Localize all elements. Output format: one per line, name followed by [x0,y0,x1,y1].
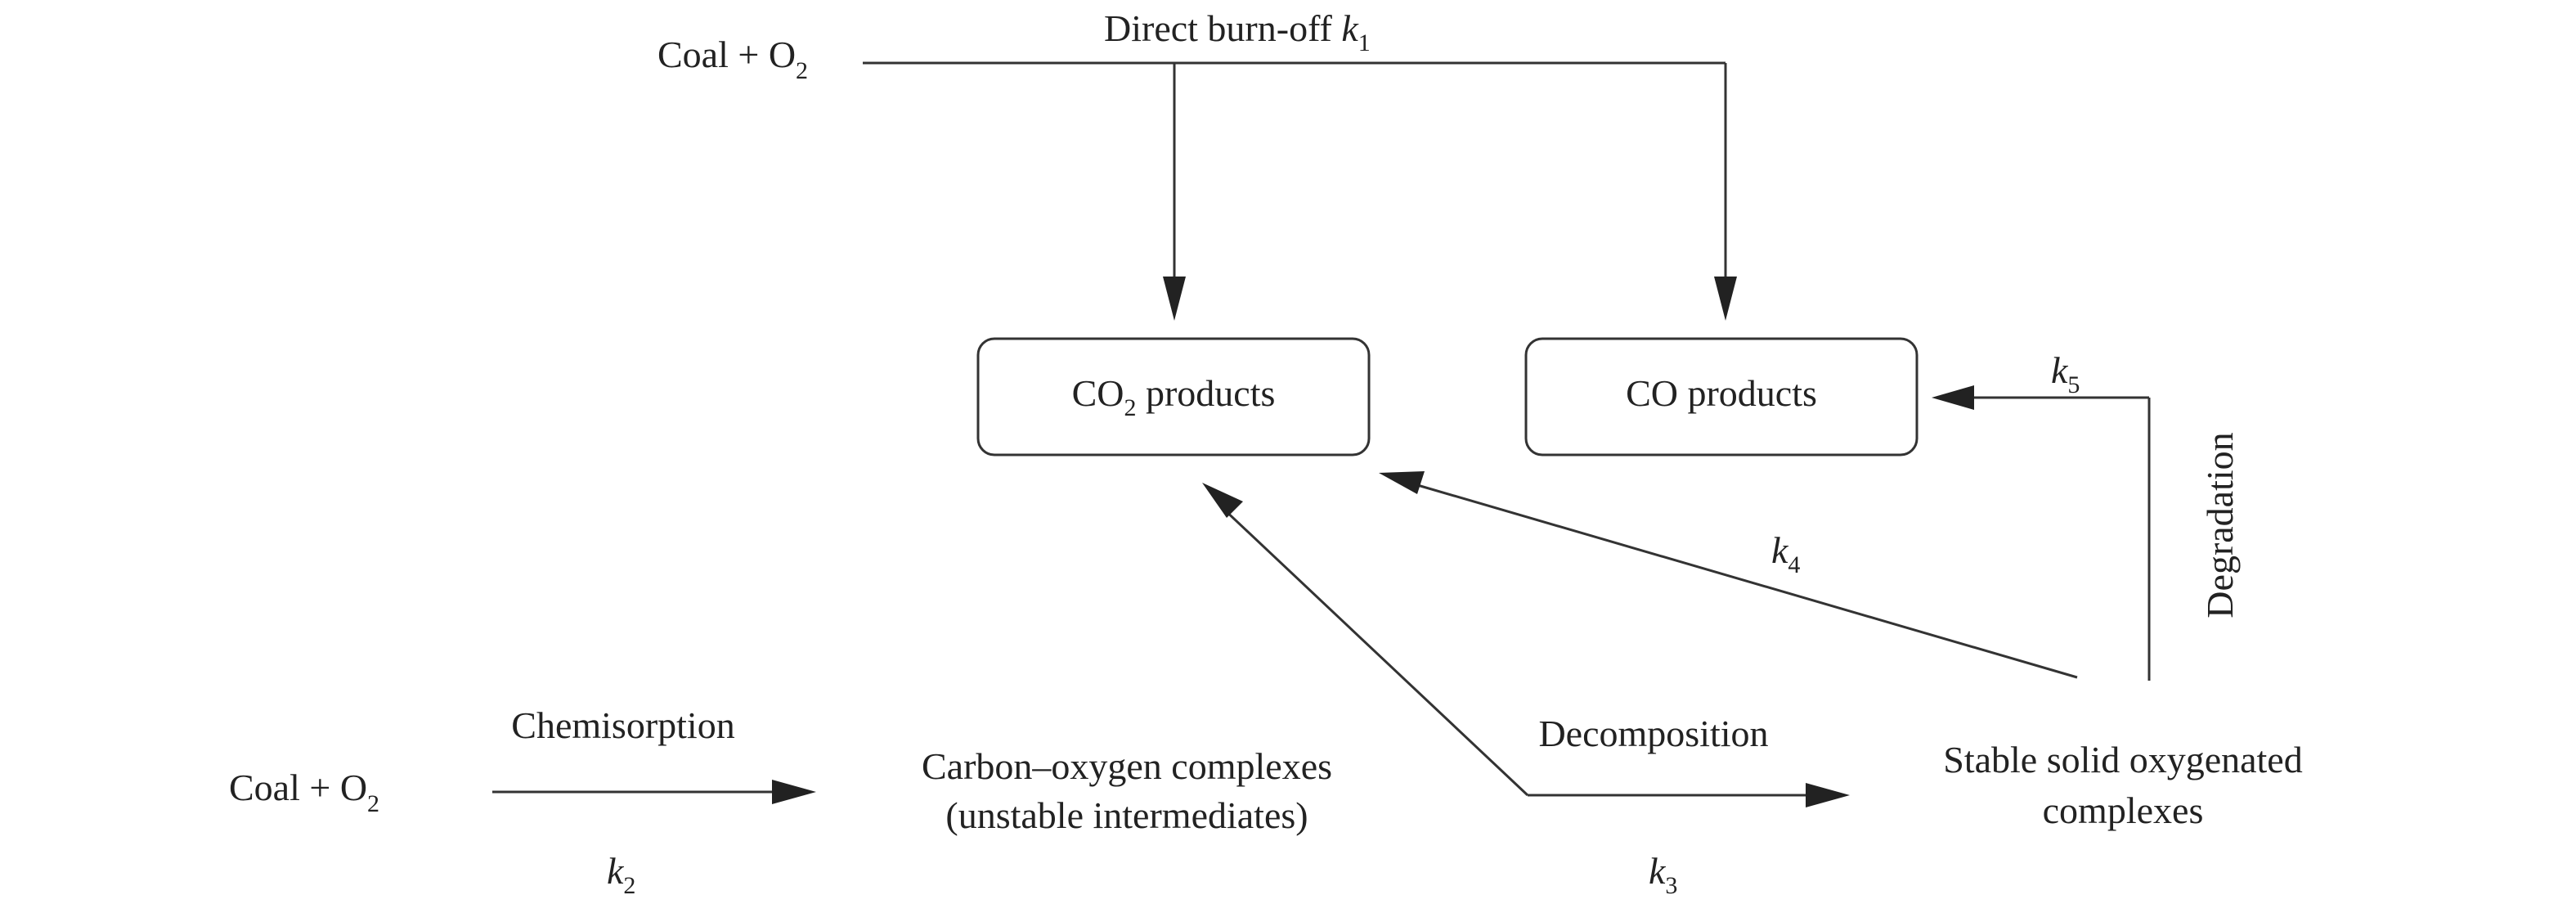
chemisorption-label: Chemisorption [511,704,734,746]
decomposition-label: Decomposition [1538,713,1768,754]
chemisorption-arrowhead [772,780,816,804]
coal-o2-bottom-label: Coal + O2 [229,767,379,817]
svg-text:CO2 products: CO2 products [1072,372,1276,421]
decomp-to-co2-arrowhead [1202,483,1243,518]
svg-text:complexes: complexes [2043,789,2204,831]
decomp-to-co2-line [1220,506,1529,797]
k3-label: k3 [1649,850,1677,899]
k4-arrowhead [1379,471,1425,494]
co2-products-node: CO2 products [976,337,1371,456]
k5-label: k5 [2051,349,2080,398]
burnoff-to-co2-arrowhead [1163,277,1186,321]
svg-text:(unstable intermediates): (unstable intermediates) [945,794,1308,836]
decomposition-arrowhead [1806,783,1850,807]
coal-o2-top-label: Coal + O2 [657,34,808,84]
k4-line [1414,483,2078,679]
co-products-node: CO products [1524,337,1919,456]
carbon-oxygen-complexes-node: Carbon–oxygen complexes (unstable interm… [922,745,1332,836]
k2-label: k2 [607,850,635,899]
svg-text:Stable solid oxygenated: Stable solid oxygenated [1943,739,2302,780]
stable-solid-complexes-node: Stable solid oxygenated complexes [1943,739,2302,831]
direct-burnoff-label: Direct burn-off k1 [1104,7,1371,56]
svg-text:CO products: CO products [1626,372,1817,414]
degradation-label: Degradation [2199,432,2241,618]
degradation-arrowhead [1932,385,1974,410]
burnoff-to-co-arrowhead [1714,277,1737,321]
svg-text:Carbon–oxygen complexes: Carbon–oxygen complexes [922,745,1332,787]
k4-label: k4 [1771,529,1800,578]
